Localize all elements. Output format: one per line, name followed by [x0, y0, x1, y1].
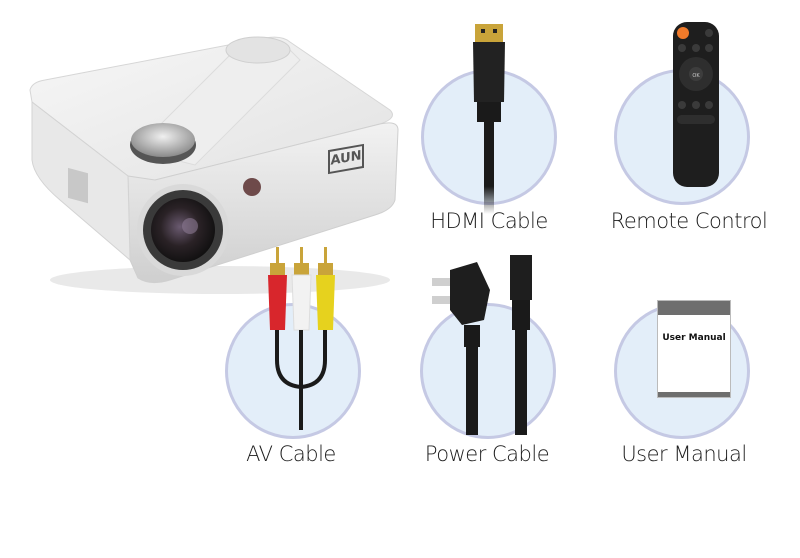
hdmi-cable-icon	[473, 24, 505, 214]
remote-control-label: Remote Control	[610, 209, 768, 233]
projector-image: AUN	[20, 30, 400, 300]
projector-icon	[29, 36, 399, 294]
power-cable-icon	[432, 255, 532, 435]
av-circle-bg	[225, 303, 361, 439]
manual-cover-text: User Manual	[662, 333, 726, 343]
remote-ok-text: OK	[692, 73, 700, 79]
remote-control-icon: OK	[673, 22, 719, 187]
power-cable-label: Power Cable	[424, 442, 550, 466]
power-circle-bg	[420, 303, 556, 439]
av-cable-label: AV Cable	[246, 442, 336, 466]
user-manual-label: User Manual	[621, 442, 747, 466]
user-manual-icon: User Manual	[657, 300, 731, 398]
hdmi-cable-label: HDMI Cable	[430, 209, 548, 233]
av-cable-icon	[268, 247, 335, 430]
